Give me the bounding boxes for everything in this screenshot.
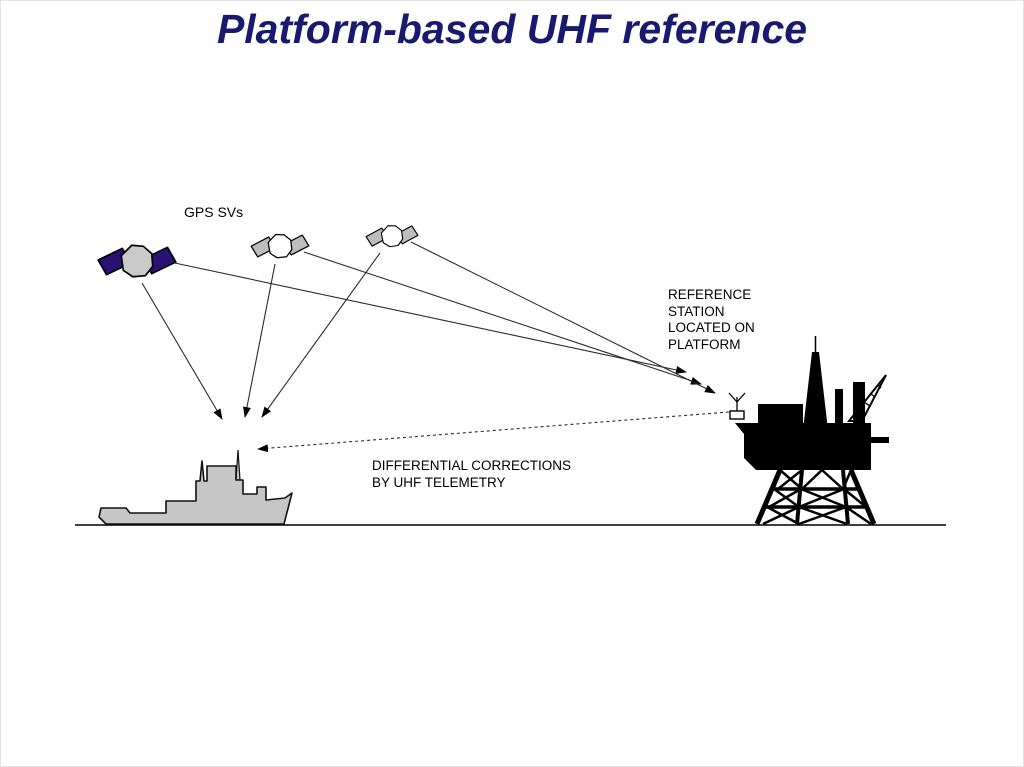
survey-vessel-icon (98, 449, 293, 525)
platform-crane-icon (846, 374, 887, 422)
gps-satellite-3-icon (365, 223, 419, 249)
ship-hull (98, 460, 293, 525)
uhf-telemetry-arrow (257, 411, 730, 453)
platform-support-lattice (754, 469, 877, 526)
gps-signal-arrow-sat2-platform (303, 251, 702, 385)
platform-derrick (803, 352, 828, 430)
gps-signal-arrow-sat3-platform (410, 241, 716, 394)
gps-satellite-2-icon (250, 232, 310, 260)
gps-signal-arrow-sat1-ship (141, 282, 223, 420)
platform-deck (735, 404, 889, 470)
oil-platform-icon (728, 336, 889, 526)
platform-stack-1 (835, 389, 843, 423)
gps-signal-arrow-sat1-platform (169, 261, 687, 374)
label-differential-corrections: DIFFERENTIAL CORRECTIONS BY UHF TELEMETR… (372, 458, 572, 490)
gps-signal-arrow-sat3-ship (261, 252, 381, 418)
label-gps-svs: GPS SVs (184, 204, 244, 220)
page-title: Platform-based UHF reference (216, 6, 808, 52)
reference-antenna-icon (728, 392, 746, 420)
gps-satellite-1-icon (97, 244, 177, 278)
label-reference-station: REFERENCE STATION LOCATED ON PLATFORM (668, 287, 755, 352)
gps-signal-arrow-sat2-ship (242, 263, 276, 418)
